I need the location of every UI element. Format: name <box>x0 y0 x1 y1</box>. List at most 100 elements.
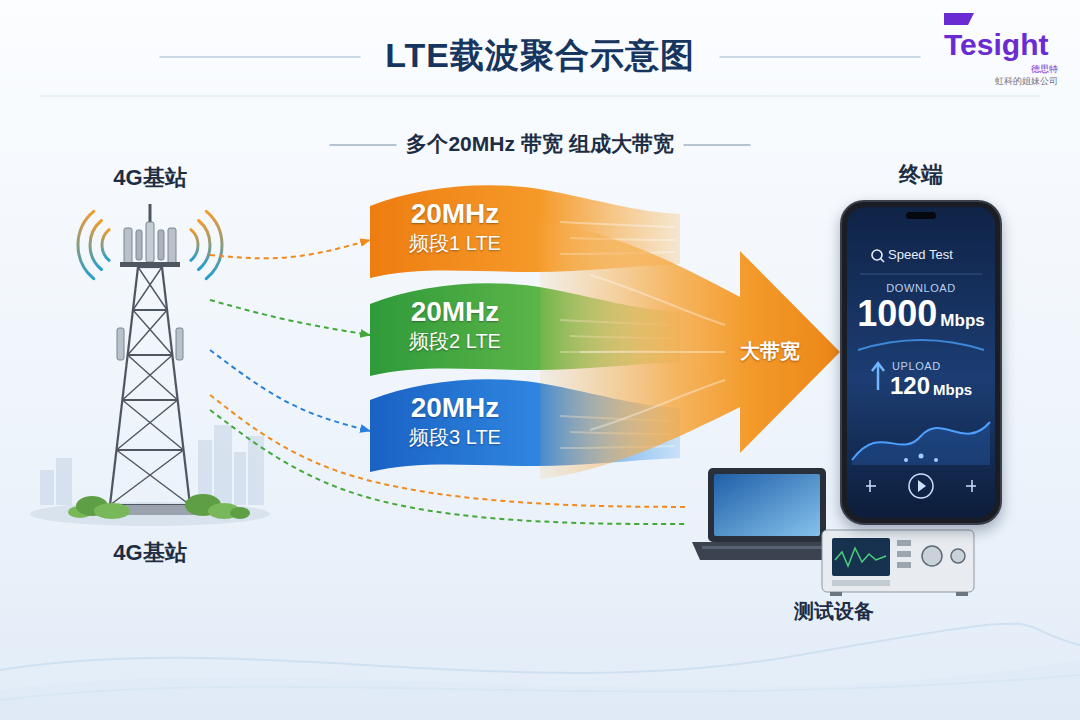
tower-lattice <box>110 267 138 505</box>
title-rule <box>160 56 360 58</box>
tower-antennas <box>146 222 154 262</box>
base-station-label: 4G基站 <box>90 165 210 190</box>
terminal-label: 终端 <box>840 162 1002 187</box>
city-silhouette <box>234 452 246 505</box>
signal-link <box>210 240 370 258</box>
signal-analyzer <box>830 592 842 596</box>
test-equipment: 测试设备 <box>688 462 980 625</box>
signal-waves <box>206 211 222 278</box>
diagram-title: LTE载波聚合示意图 <box>0 36 1080 75</box>
band-name: 频段1 LTE <box>370 232 540 255</box>
signal-waves <box>102 230 109 261</box>
tower-antennas <box>158 230 164 260</box>
tower-antennas <box>176 328 183 360</box>
screen-graphic <box>877 365 880 390</box>
signal-analyzer <box>956 592 968 596</box>
screen-graphic <box>881 259 885 263</box>
signal-analyzer <box>835 548 886 566</box>
motion-streak <box>590 380 725 430</box>
screen-graphic <box>906 212 936 219</box>
tower-lattice <box>133 310 172 355</box>
signal-analyzer <box>832 538 890 576</box>
screen-graphic <box>934 458 938 462</box>
tower-antennas <box>136 230 142 260</box>
background-swoosh <box>0 660 1080 720</box>
bandwidth-value: 20MHz <box>370 198 540 230</box>
laptop <box>702 546 828 549</box>
signal-analyzer <box>897 540 911 546</box>
city-silhouette <box>40 425 264 505</box>
base-station: 4G基站 4G基站 <box>90 160 210 570</box>
signal-analyzer <box>822 530 974 592</box>
screen-graphic <box>919 454 924 459</box>
signal-analyzer <box>832 580 890 586</box>
bandwidth-value: 20MHz <box>370 296 540 328</box>
title-rule <box>684 144 750 146</box>
smartphone: 终端Speed TestDOWNLOAD1000MbpsUPLOAD120Mbp… <box>840 160 1002 528</box>
signal-link <box>210 350 370 431</box>
tower-lattice <box>133 267 162 310</box>
signal-waves <box>191 230 198 261</box>
tower-antennas <box>100 204 200 515</box>
tower-antennas <box>117 328 124 360</box>
band-name: 频段3 LTE <box>370 426 540 449</box>
download-unit: Mbps <box>940 312 984 329</box>
logo-mark <box>944 13 974 25</box>
signal-waves <box>78 211 94 278</box>
screen-graphic <box>872 363 884 371</box>
signal-analyzer <box>951 549 965 563</box>
signal-waves <box>199 221 210 270</box>
tower-antennas <box>124 228 132 264</box>
screen-graphic <box>909 474 933 498</box>
app-title: Speed Test <box>888 248 953 263</box>
tower-lattice <box>162 267 190 505</box>
screen-graphic <box>858 340 984 350</box>
phone-screen-graphics <box>840 160 1002 528</box>
tower-lattice <box>138 267 167 310</box>
bandwidth-value: 20MHz <box>370 392 540 424</box>
download-label: DOWNLOAD <box>840 282 1002 295</box>
motion-streak <box>560 222 675 227</box>
city-silhouette <box>214 425 232 505</box>
title-rule <box>330 144 396 146</box>
tower-antennas <box>120 262 180 267</box>
node-shape <box>540 223 840 479</box>
aggregated-bandwidth-arrow: 大带宽 <box>540 215 840 485</box>
signal-analyzer <box>897 562 911 568</box>
tower-lattice <box>110 450 184 505</box>
signal-analyzer <box>897 551 911 557</box>
logo-chinese-name: 德思特 <box>980 64 1058 74</box>
tower-lattice <box>122 355 172 400</box>
laptop <box>692 542 842 560</box>
laptop <box>708 468 826 542</box>
upload-unit: Mbps <box>933 382 972 397</box>
bushes <box>68 494 250 519</box>
signal-waves <box>90 221 101 270</box>
signal-analyzer <box>922 546 942 566</box>
motion-streak <box>590 275 725 325</box>
city-silhouette <box>40 470 54 505</box>
signal-waves <box>78 211 222 278</box>
download-value: 1000 <box>857 296 937 332</box>
tower-lattice <box>122 399 177 401</box>
screen-graphic <box>904 458 908 462</box>
tower-antennas <box>168 228 176 264</box>
screen-graphic <box>966 485 976 487</box>
tower-lattice <box>122 400 183 450</box>
city-silhouette <box>56 458 72 505</box>
signal-analyzer <box>822 530 974 596</box>
ground-shadow <box>30 502 270 526</box>
logo-tagline: 虹科的姐妹公司 <box>960 76 1058 86</box>
tower-lattice <box>116 450 190 505</box>
screen-graphic <box>852 422 990 460</box>
tower-lattice <box>116 400 177 450</box>
tower-lattice <box>116 449 183 451</box>
screen-graphic <box>866 485 876 487</box>
tower-lattice <box>110 267 190 505</box>
laptop <box>714 474 820 536</box>
bushes <box>230 507 250 519</box>
ground-shadow <box>30 502 270 526</box>
base-station-label: 4G基站 <box>90 540 210 565</box>
